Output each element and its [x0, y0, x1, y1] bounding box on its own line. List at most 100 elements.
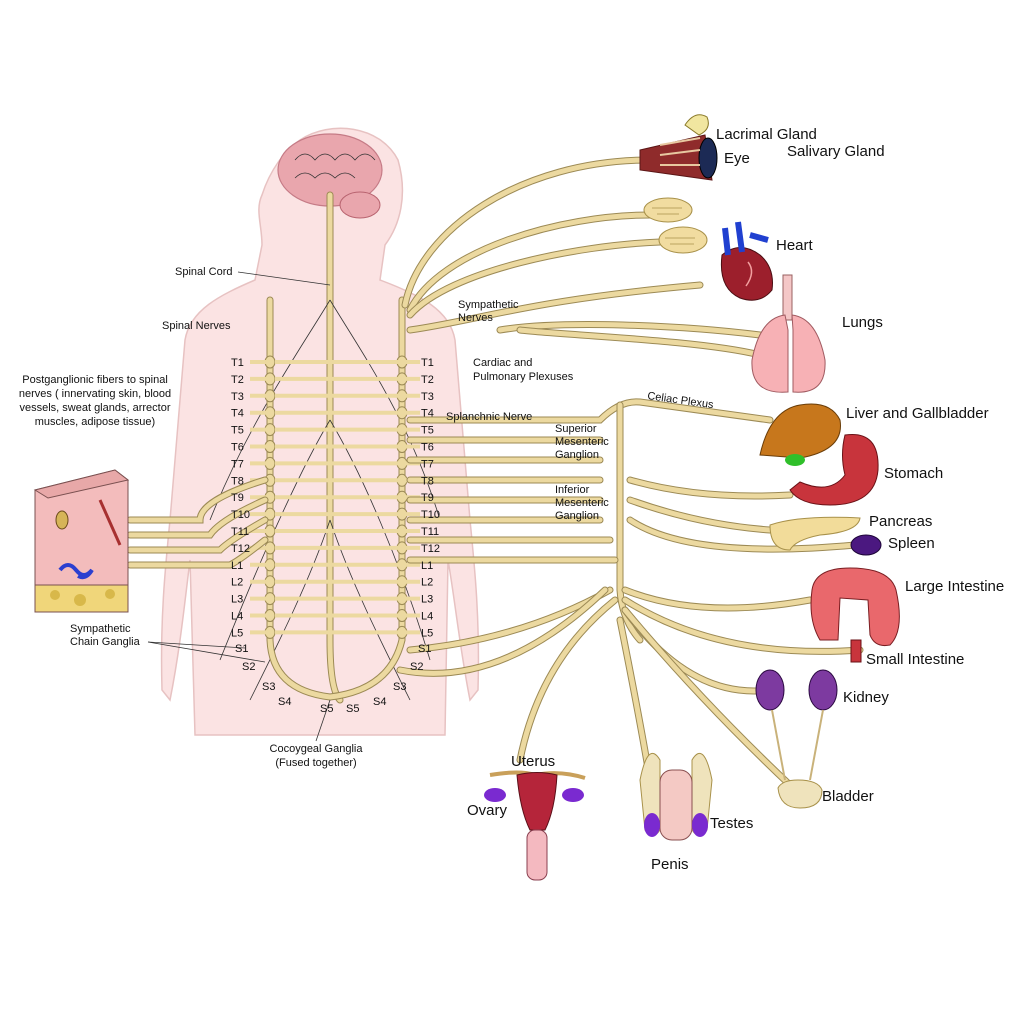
- label-postganglionic-4: muscles, adipose tissue): [35, 416, 155, 428]
- liver-organ: [759, 403, 841, 466]
- segment-label-right: T10: [421, 509, 440, 521]
- segment-label-left: T10: [231, 509, 250, 521]
- label-salivary-gland: Salivary Gland: [787, 143, 885, 160]
- segment-label-left: L1: [231, 560, 243, 572]
- label-heart: Heart: [776, 237, 814, 254]
- label-cardiac-2: Pulmonary Plexuses: [473, 371, 574, 383]
- bladder-organ: [777, 779, 823, 809]
- sacral-label-right: S4: [373, 696, 386, 708]
- segment-label-left: T8: [231, 475, 244, 487]
- sacral-label-left: S3: [262, 681, 275, 693]
- label-postganglionic-2: nerves ( innervating skin, blood: [19, 388, 171, 400]
- segment-label-left: T7: [231, 458, 244, 470]
- label-lacrimal-gland: Lacrimal Gland: [716, 126, 817, 143]
- label-inf-mesenteric-2: Mesenteric: [555, 497, 609, 509]
- segment-label-left: T9: [231, 492, 244, 504]
- sacral-label-left: S4: [278, 696, 291, 708]
- label-uterus: Uterus: [511, 753, 555, 770]
- pancreas-organ: [769, 516, 861, 551]
- sacral-label-left: S2: [242, 661, 255, 673]
- label-sup-mesenteric-2: Mesenteric: [555, 436, 609, 448]
- segment-label-left: L2: [231, 577, 243, 589]
- segment-label-left: L3: [231, 594, 243, 606]
- segment-label-right: L3: [421, 594, 433, 606]
- label-large-intestine: Large Intestine: [905, 578, 1004, 595]
- sacral-label-right: S2: [410, 661, 423, 673]
- spleen-organ: [850, 534, 882, 556]
- segment-label-right: L4: [421, 611, 433, 623]
- spinal-nerve-rami: [250, 360, 420, 635]
- label-spleen: Spleen: [888, 535, 935, 552]
- label-postganglionic-1: Postganglionic fibers to spinal: [22, 374, 168, 386]
- label-splanchnic-nerve: Splanchnic Nerve: [446, 411, 532, 423]
- penis-testes-organ: [639, 752, 713, 841]
- segment-label-right: T4: [421, 408, 434, 420]
- label-eye: Eye: [724, 150, 750, 167]
- salivary-glands: [643, 197, 708, 254]
- heart-organ: [720, 221, 773, 301]
- stomach-organ: [789, 433, 879, 506]
- segment-label-left: T5: [231, 425, 244, 437]
- label-cardiac-1: Cardiac and: [473, 357, 532, 369]
- label-stomach: Stomach: [884, 465, 943, 482]
- segment-label-left: T3: [231, 391, 244, 403]
- segment-label-right: L2: [421, 577, 433, 589]
- segment-label-right: L5: [421, 627, 433, 639]
- sacral-label-right: S3: [393, 681, 406, 693]
- label-sympathetic-chain-2: Chain Ganglia: [70, 636, 141, 648]
- segment-label-left: T1: [231, 357, 244, 369]
- lungs-organ: [751, 274, 826, 393]
- label-coccygeal-1: Cocoygeal Ganglia: [270, 743, 364, 755]
- label-sup-mesenteric-1: Superior: [555, 423, 597, 435]
- segment-label-right: T11: [421, 526, 439, 538]
- label-sup-mesenteric-3: Ganglion: [555, 449, 599, 461]
- segment-label-right: T7: [421, 458, 434, 470]
- label-pancreas: Pancreas: [869, 513, 932, 530]
- label-testes: Testes: [710, 815, 753, 832]
- label-liver: Liver and Gallbladder: [846, 405, 989, 422]
- sacral-label-right: S1: [418, 643, 431, 655]
- segment-label-left: L4: [231, 611, 243, 623]
- segment-label-right: T2: [421, 374, 434, 386]
- segment-label-right: T9: [421, 492, 434, 504]
- label-kidney: Kidney: [843, 689, 889, 706]
- organ-labels: Lacrimal Gland Eye Salivary Gland Heart …: [467, 126, 1004, 873]
- cerebellum: [339, 191, 381, 219]
- segment-label-left: T4: [231, 408, 244, 420]
- segment-label-right: T12: [421, 543, 440, 555]
- label-bladder: Bladder: [822, 788, 874, 805]
- segment-label-right: T1: [421, 357, 434, 369]
- label-lungs: Lungs: [842, 314, 883, 331]
- large-intestine-organ: [810, 567, 900, 663]
- label-spinal-cord: Spinal Cord: [175, 266, 232, 278]
- label-ovary: Ovary: [467, 802, 508, 819]
- label-inf-mesenteric-1: Inferior: [555, 484, 590, 496]
- uterus-organ: [484, 770, 586, 881]
- nerve-pathways: [126, 156, 864, 789]
- segment-label-left: T12: [231, 543, 250, 555]
- segment-label-left: T2: [231, 374, 244, 386]
- label-sympathetic-nerves-2: Nerves: [458, 312, 493, 324]
- segment-label-right: L1: [421, 560, 433, 572]
- label-coccygeal-2: (Fused together): [275, 757, 356, 769]
- segment-label-left: T11: [231, 526, 249, 538]
- sacral-label-left: S1: [235, 643, 248, 655]
- skin-tissue-block: [33, 469, 130, 613]
- segment-label-right: T6: [421, 442, 434, 454]
- kidney-organ: [755, 669, 838, 781]
- sacral-label-right: S5: [346, 703, 359, 715]
- label-spinal-nerves: Spinal Nerves: [162, 320, 231, 332]
- label-sympathetic-chain-1: Sympathetic: [70, 623, 131, 635]
- segment-label-left: L5: [231, 627, 243, 639]
- segment-label-right: T3: [421, 391, 434, 403]
- label-sympathetic-nerves-1: Sympathetic: [458, 299, 519, 311]
- label-small-intestine: Small Intestine: [866, 651, 964, 668]
- label-inf-mesenteric-3: Ganglion: [555, 510, 599, 522]
- segment-label-left: T6: [231, 442, 244, 454]
- label-penis: Penis: [651, 856, 689, 873]
- label-postganglionic-3: vessels, sweat glands, arrector: [19, 402, 170, 414]
- segment-label-right: T5: [421, 425, 434, 437]
- eye-organ: [639, 114, 718, 181]
